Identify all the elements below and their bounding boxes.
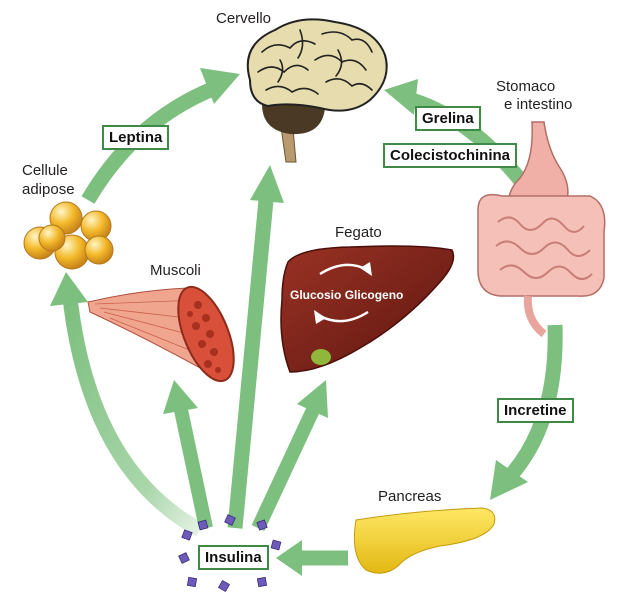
liver-cycle-label: Glucosio Glicogeno [290, 286, 403, 304]
liver-cycle-arrows-icon [314, 262, 372, 324]
insulin-molecules-icon [178, 514, 282, 593]
brain-icon [246, 18, 388, 163]
stomach-label-line1: Stomaco [496, 78, 556, 95]
muscle-label: Muscoli [150, 262, 201, 279]
ghrelin-box: Grelina [415, 106, 481, 131]
fat-cells-icon [23, 201, 114, 270]
arrow-insulin-to-muscle [163, 380, 213, 530]
cck-box: Colecistochinina [383, 143, 518, 168]
stomach-intestine-icon [477, 121, 606, 338]
pancreas-icon [353, 507, 496, 574]
arrow-insulin-to-liver [251, 380, 328, 531]
glucose-label: Glucosio [290, 288, 342, 302]
incretin-box: Incretine [497, 398, 574, 423]
arrow-pancreas-to-insulin [276, 540, 348, 576]
leptin-box: Leptina [102, 125, 170, 150]
arrow-insulin-to-fat [50, 272, 204, 537]
liver-label: Fegato [335, 224, 382, 241]
stomach-label-line2: e intestino [504, 96, 573, 113]
liver-icon [280, 245, 455, 373]
pancreas-label: Pancreas [378, 488, 442, 505]
fat-label-line1: Cellule [22, 162, 68, 179]
arrow-insulin-to-brain [227, 165, 284, 529]
fat-label-line2: adipose [22, 181, 75, 198]
brain-label: Cervello [216, 10, 272, 27]
muscle-icon [87, 285, 235, 383]
glycogen-label: Glicogeno [344, 288, 404, 302]
insulin-box: Insulina [198, 545, 269, 570]
